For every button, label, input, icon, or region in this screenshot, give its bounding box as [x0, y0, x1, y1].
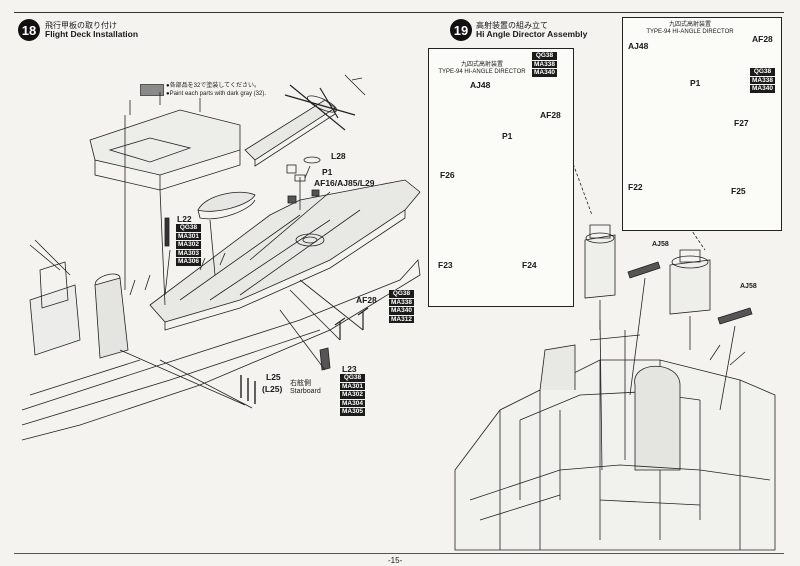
label-p1-18: P1	[322, 167, 333, 177]
label-starboard-en: Starboard	[290, 388, 321, 395]
step-19-title-en: Hi Angle Director Assembly	[476, 29, 588, 39]
code: MA305	[340, 408, 365, 416]
code: MA312	[389, 315, 414, 323]
code: MA340	[389, 307, 414, 315]
panel-b-label-p1: P1	[690, 78, 701, 88]
step-18-title-en: Flight Deck Installation	[45, 29, 139, 39]
panel-b-label-f25: F25	[731, 186, 746, 196]
panel-a-label-af28: AF28	[540, 110, 561, 120]
panel-b-title-jp: 九四式高射装置	[668, 22, 711, 28]
panel-a-label-f23: F23	[438, 260, 453, 270]
code: MA302	[176, 241, 201, 249]
panel-a-codes: QG38 MA338 MA340	[532, 52, 557, 78]
code: MA306	[176, 258, 201, 266]
label-l28: L28	[331, 151, 346, 161]
label-starboard-jp: 右舷側	[290, 380, 311, 387]
code: QG38	[532, 52, 557, 60]
label-l23: L23	[342, 364, 357, 374]
panel-a-label-p1: P1	[502, 131, 513, 141]
code: MA303	[176, 249, 201, 257]
panel-b-title-en: TYPE-94 HI-ANGLE DIRECTOR	[646, 29, 734, 35]
step-19-badge: 19	[450, 19, 472, 41]
code: QG38	[750, 68, 775, 76]
label-aj58-2: AJ58	[740, 283, 757, 290]
panel-b-label-f27: F27	[734, 118, 749, 128]
code: MA302	[340, 391, 365, 399]
code: QG38	[176, 224, 201, 232]
top-rule	[14, 12, 784, 13]
director-panel-b	[622, 17, 782, 231]
codes-af28: QG38 MA338 MA340 MA312	[389, 290, 414, 324]
code: QG38	[340, 374, 365, 382]
panel-b-title: 九四式高射装置 TYPE-94 HI-ANGLE DIRECTOR	[640, 22, 740, 36]
label-af28-18: AF28	[356, 295, 377, 305]
code: MA338	[389, 298, 414, 306]
code: QG38	[389, 290, 414, 298]
panel-a-label-aj48: AJ48	[470, 80, 491, 90]
codes-l22: QG38 MA301 MA302 MA303 MA306	[176, 224, 201, 267]
code: MA301	[340, 382, 365, 390]
panel-a-title-en: TYPE-94 HI-ANGLE DIRECTOR	[438, 69, 526, 75]
panel-a-label-f24: F24	[522, 260, 537, 270]
code: MA340	[750, 85, 775, 93]
panel-a-label-f26: F26	[440, 170, 455, 180]
label-l25: L25	[266, 372, 281, 382]
director-panel-a	[428, 48, 574, 307]
flight-deck-drawing	[21, 74, 421, 441]
dark-gray-swatch	[140, 84, 164, 96]
panel-a-title-jp: 九四式高射装置	[460, 62, 503, 68]
panel-b-codes: QG38 MA338 MA340	[750, 68, 775, 94]
codes-l23: QG38 MA301 MA302 MA304 MA305	[340, 374, 365, 417]
code: MA340	[532, 69, 557, 77]
bottom-rule	[14, 553, 784, 554]
label-aj58-1: AJ58	[652, 241, 669, 248]
label-l22: L22	[177, 214, 192, 224]
label-l25-paren: (L25)	[262, 384, 283, 394]
page-number: -15-	[388, 556, 403, 565]
code: MA338	[750, 76, 775, 84]
step-19-title-jp: 高射装置の組み立て	[476, 21, 548, 30]
step-18-badge: 18	[18, 19, 40, 41]
code: MA301	[176, 232, 201, 240]
panel-b-label-aj48: AJ48	[628, 41, 649, 51]
paint-note-en: ●Paint each parts with dark gray (32).	[166, 91, 267, 97]
panel-b-label-f22: F22	[628, 182, 643, 192]
code: MA304	[340, 399, 365, 407]
paint-note: ●各部品を32で塗装してください。 ●Paint each parts with…	[166, 82, 266, 98]
step-18-title-jp: 飛行甲板の取り付け	[45, 21, 117, 30]
panel-b-label-af28: AF28	[752, 34, 773, 44]
paint-note-jp: ●各部品を32で塗装してください。	[166, 83, 260, 89]
panel-a-title: 九四式高射装置 TYPE-94 HI-ANGLE DIRECTOR	[436, 62, 528, 76]
code: MA338	[532, 60, 557, 68]
label-af16: AF16/AJ85/L29	[314, 178, 375, 188]
